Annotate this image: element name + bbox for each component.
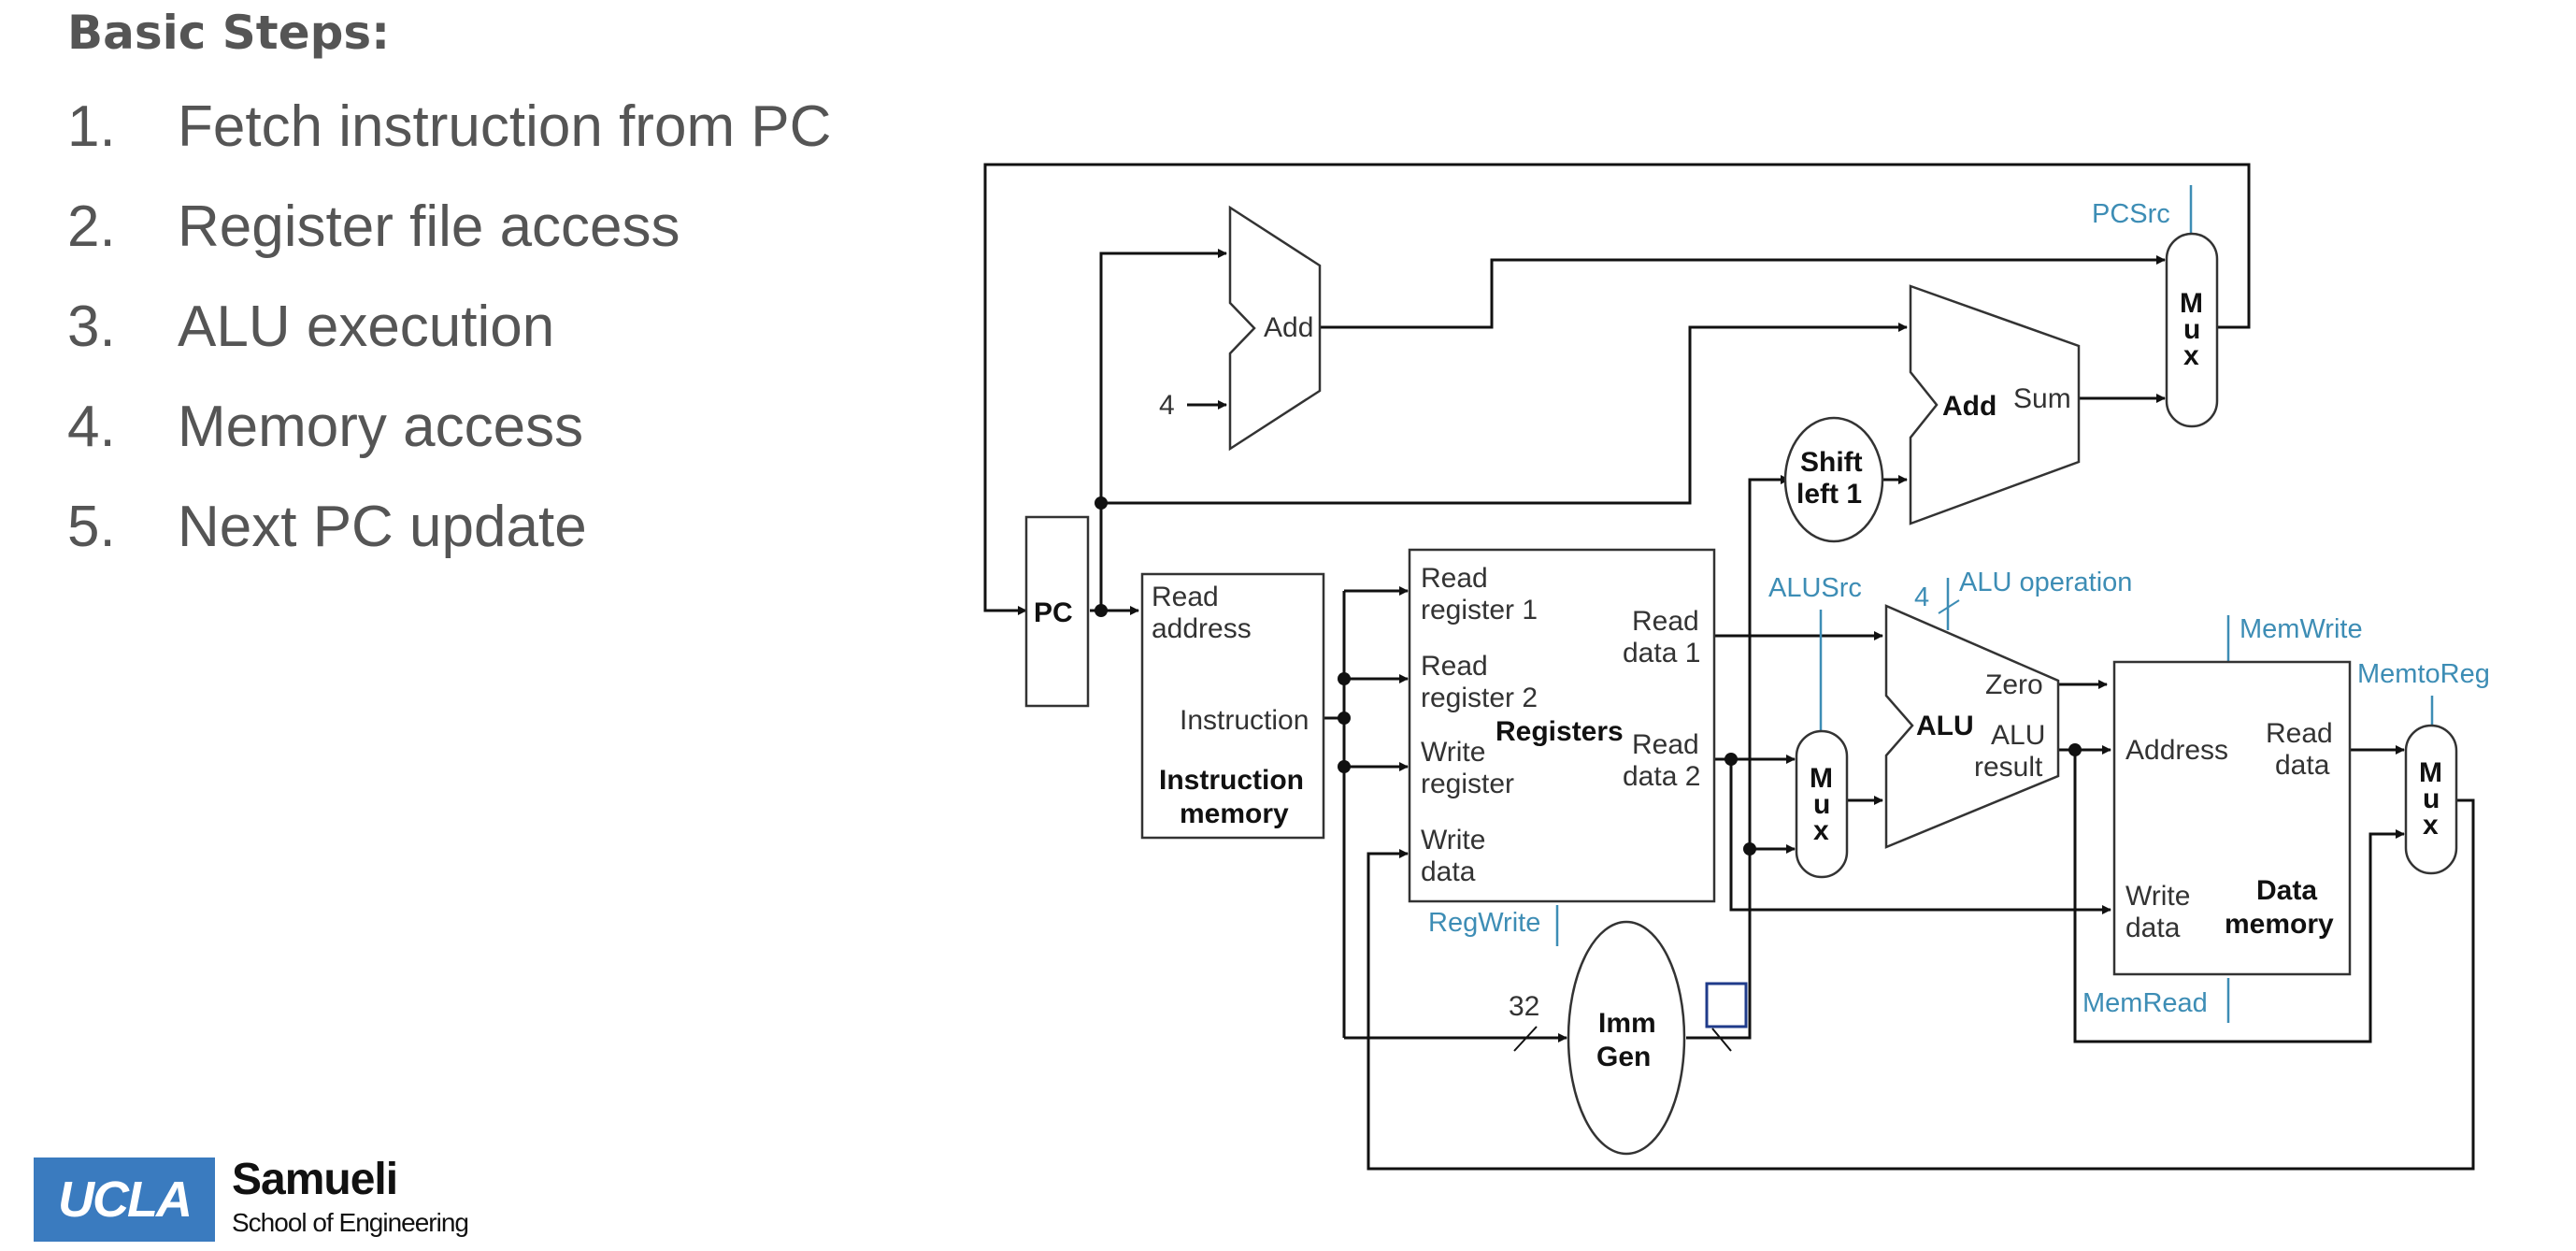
pc-register xyxy=(1024,515,1090,708)
reg-write-data-line2: data xyxy=(1421,856,1476,887)
regwrite-label: RegWrite xyxy=(1428,908,1540,938)
dmem-write-data-line2: data xyxy=(2125,913,2181,943)
imm-width-label: 32 xyxy=(1509,991,1539,1022)
logo-subtitle: School of Engineering xyxy=(232,1208,469,1237)
pc-mux-label-x: x xyxy=(2183,340,2199,371)
pcsrc-label: PCSrc xyxy=(2092,199,2170,229)
alu-zero-label: Zero xyxy=(1985,669,2043,700)
step-text: Next PC update xyxy=(178,495,587,559)
dmem-read-data-line1: Read xyxy=(2266,718,2333,749)
alu-result-line1: ALU xyxy=(1991,720,2045,751)
alusrc-label: ALUSrc xyxy=(1768,573,1862,603)
imem-instruction-label: Instruction xyxy=(1180,705,1309,736)
imem-title-line1: Instruction xyxy=(1159,765,1304,796)
pc-adder-label: Add xyxy=(1264,312,1313,343)
branch-adder xyxy=(1909,284,2081,525)
alu-mux-label-u: u xyxy=(1813,789,1830,820)
pc-label: PC xyxy=(1034,597,1073,628)
step-text: Memory access xyxy=(178,395,584,459)
alu-mux-label-m: M xyxy=(1810,763,1833,794)
reg-read-register1-line1: Read xyxy=(1421,563,1488,594)
step-text: Register file access xyxy=(178,194,680,259)
memtoreg-mux xyxy=(2404,724,2458,875)
alu-title: ALU xyxy=(1916,711,1974,741)
step-text: ALU execution xyxy=(178,295,555,359)
step-number: 3. xyxy=(67,295,116,359)
wb-mux-label-x: x xyxy=(2423,810,2439,841)
memwrite-label: MemWrite xyxy=(2240,614,2363,644)
reg-read-data2-line1: Read xyxy=(1632,729,1699,760)
dmem-address-label: Address xyxy=(2125,735,2228,766)
step-number: 2. xyxy=(67,194,116,259)
step-number: 1. xyxy=(67,94,116,159)
shift-left-unit xyxy=(1783,416,1884,543)
reg-read-data1-line1: Read xyxy=(1632,606,1699,637)
reg-write-register-line1: Write xyxy=(1421,737,1485,768)
slide-heading: Basic Steps: xyxy=(67,6,391,60)
imm-gen-label-line2: Gen xyxy=(1596,1042,1651,1072)
wb-mux-label-u: u xyxy=(2423,784,2440,814)
imm-gen-label-line1: Imm xyxy=(1598,1008,1656,1039)
logo-ucla-box: UCLA xyxy=(34,1158,215,1242)
branch-adder-label: Add xyxy=(1942,391,1996,422)
control-wires xyxy=(1555,185,2434,1023)
reg-read-register2-line2: register 2 xyxy=(1421,683,1538,713)
imem-read-address-line2: address xyxy=(1152,613,1252,644)
reg-read-data1-line2: data 1 xyxy=(1623,638,1700,669)
alu-mux-label-x: x xyxy=(1813,815,1829,846)
shift-label-line1: Shift xyxy=(1800,447,1863,478)
pc-mux-label-u: u xyxy=(2183,314,2200,345)
reg-write-register-line2: register xyxy=(1421,769,1514,799)
alu-result-line2: result xyxy=(1974,752,2043,783)
wb-mux-label-m: M xyxy=(2419,757,2442,788)
reg-write-data-line1: Write xyxy=(1421,825,1485,856)
imm-gen xyxy=(1567,920,1686,1156)
pc-mux-label-m: M xyxy=(2180,288,2203,319)
dmem-title-line2: memory xyxy=(2225,909,2334,940)
register-file xyxy=(1408,548,1716,903)
alu-src-mux xyxy=(1795,729,1849,879)
memtoreg-label: MemtoReg xyxy=(2357,659,2490,689)
pc-adder xyxy=(1228,205,1322,452)
step-text: Fetch instruction from PC xyxy=(178,94,832,159)
reg-read-register1-line2: register 1 xyxy=(1421,595,1538,626)
alu xyxy=(1884,604,2060,849)
logo-name: Samueli xyxy=(232,1155,398,1204)
wire-junctions xyxy=(1095,496,2082,856)
memread-label: MemRead xyxy=(2082,988,2208,1018)
dmem-read-data-line2: data xyxy=(2275,750,2330,781)
shift-label-line2: left 1 xyxy=(1796,479,1862,510)
datapath-wires xyxy=(983,163,2475,1171)
imem-title-line2: memory xyxy=(1180,798,1289,829)
registers-title: Registers xyxy=(1496,716,1624,747)
sum-label: Sum xyxy=(2013,383,2071,414)
data-memory xyxy=(2112,660,2352,976)
alu-operation-label: ALU operation xyxy=(1959,568,2132,597)
dmem-write-data-line1: Write xyxy=(2125,881,2190,912)
step-number: 5. xyxy=(67,495,116,559)
dmem-title-line1: Data xyxy=(2256,875,2317,906)
reg-read-data2-line2: data 2 xyxy=(1623,761,1700,792)
step-number: 4. xyxy=(67,395,116,459)
alu-op-width-label: 4 xyxy=(1914,582,1929,612)
annotation-box xyxy=(1705,982,1748,1028)
pc-mux xyxy=(2165,232,2219,428)
constant-four: 4 xyxy=(1159,390,1175,421)
reg-read-register2-line1: Read xyxy=(1421,651,1488,682)
instruction-memory xyxy=(1140,572,1325,840)
imem-read-address-line1: Read xyxy=(1152,582,1219,612)
